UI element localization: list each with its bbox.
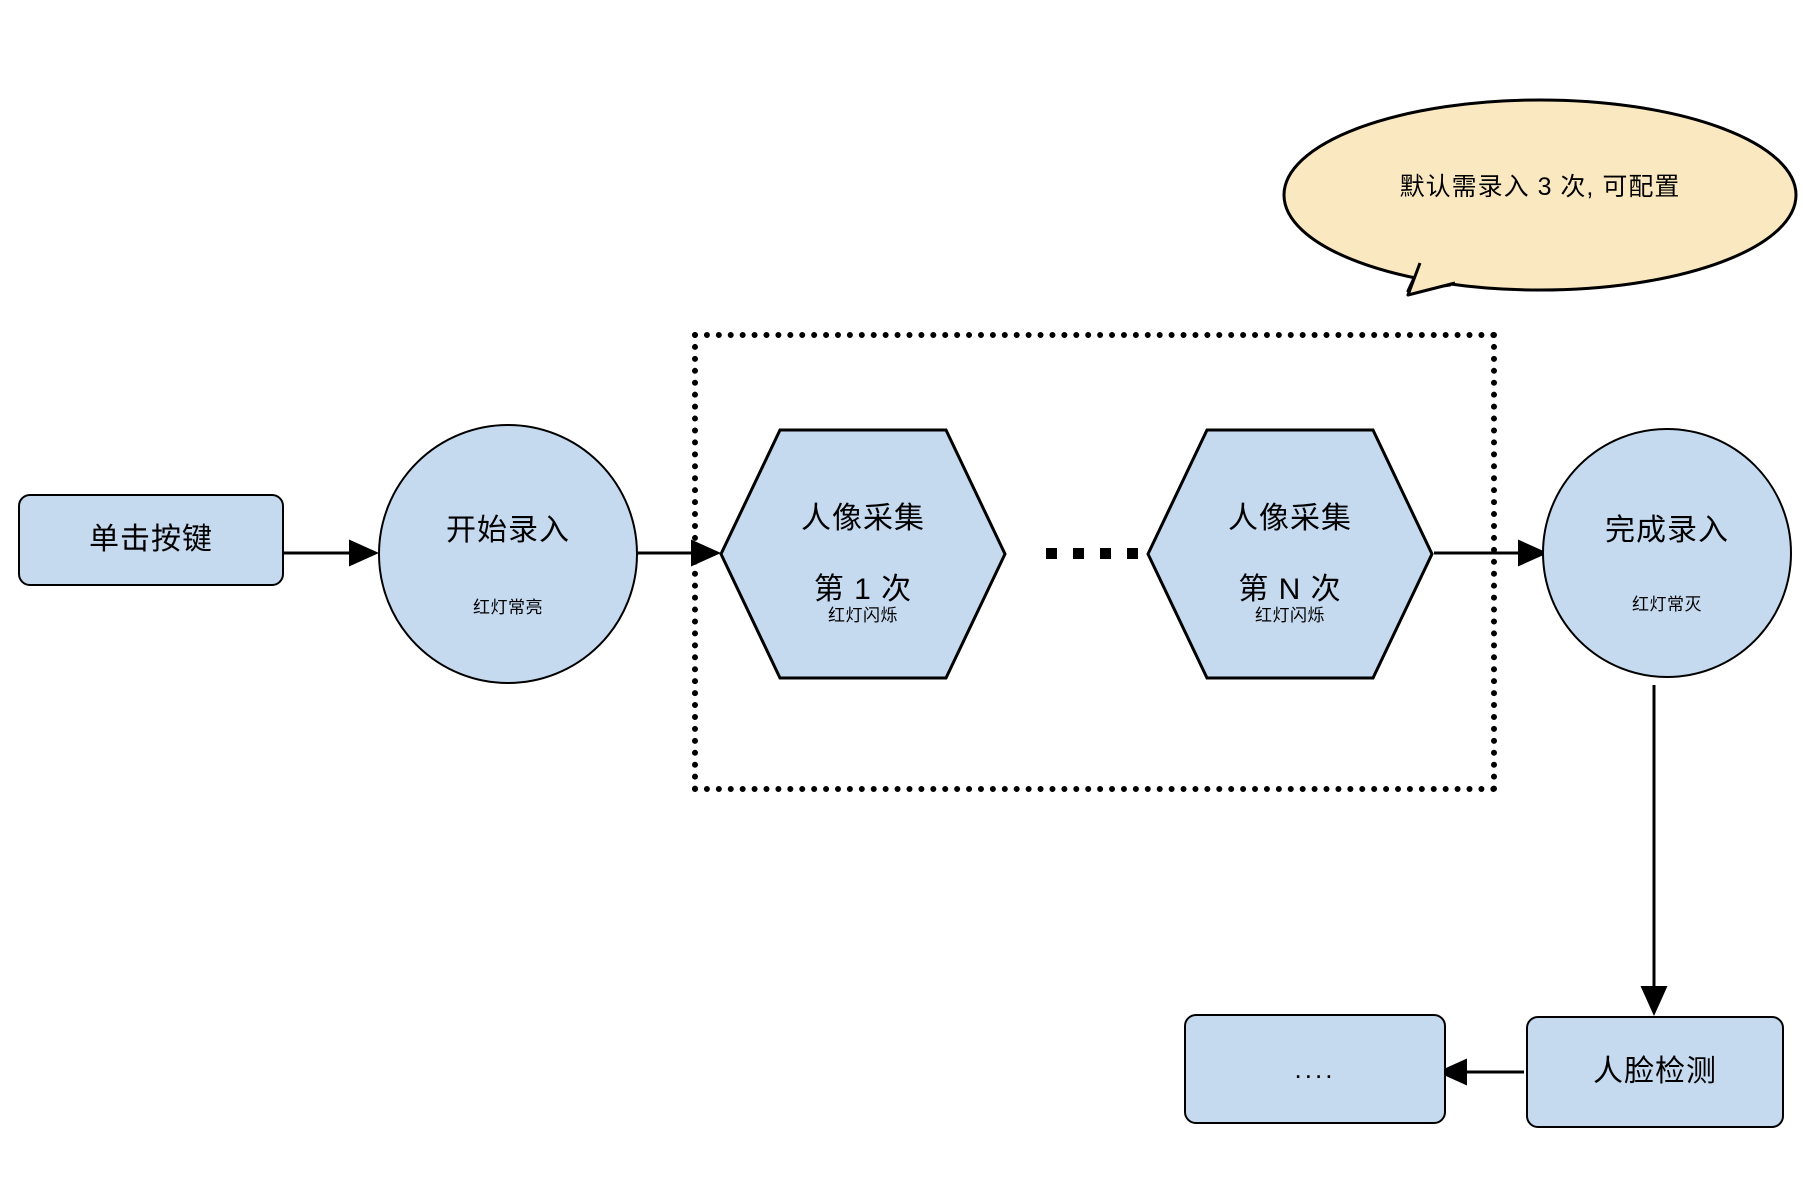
node-capture-first[interactable]: 人像采集 第 1 次 红灯闪烁 (718, 427, 1008, 681)
node-finish-enroll-label: 完成录入 (1605, 514, 1729, 548)
node-click-key-label: 单击按键 (89, 523, 213, 557)
node-capture-nth[interactable]: 人像采集 第 N 次 红灯闪烁 (1145, 427, 1435, 681)
node-finish-enroll[interactable]: 完成录入 红灯常灭 (1542, 428, 1792, 678)
ellipsis-between-captures (1046, 548, 1138, 559)
node-start-enroll-sublabel: 红灯常亮 (473, 598, 543, 617)
node-face-detect[interactable]: 人脸检测 (1526, 1016, 1784, 1128)
hexagon-shape (719, 428, 1007, 680)
node-click-key[interactable]: 单击按键 (18, 494, 284, 586)
node-finish-enroll-sublabel: 红灯常灭 (1632, 595, 1702, 614)
node-more-steps-label: .... (1294, 1053, 1336, 1084)
node-start-enroll-label: 开始录入 (446, 514, 570, 548)
node-start-enroll[interactable]: 开始录入 红灯常亮 (378, 424, 638, 684)
capture-loop-group (692, 332, 1497, 792)
callout-bubble: 默认需录入 3 次, 可配置 (1280, 95, 1800, 320)
node-face-detect-label: 人脸检测 (1593, 1055, 1717, 1089)
callout-shape (1282, 98, 1798, 297)
hexagon-shape (1146, 428, 1434, 680)
node-more-steps[interactable]: .... (1184, 1014, 1446, 1124)
